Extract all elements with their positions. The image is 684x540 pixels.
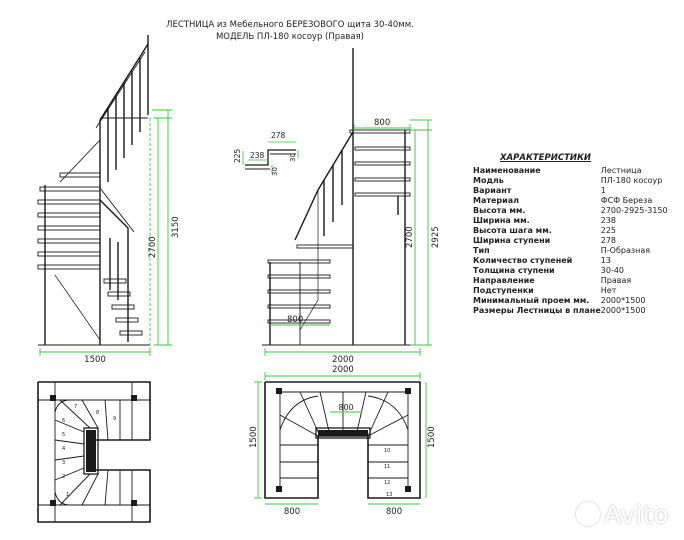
dim-step-t1: 30 (271, 167, 279, 176)
specs-value: Правая (600, 276, 632, 285)
specs-value: Нет (600, 286, 617, 295)
plan-step-numbers: 1 2 3 4 5 6 7 8 9 10 11 12 13 (62, 404, 392, 498)
specs-key: Тип (473, 246, 490, 255)
specs-key: Размеры Лестницы в плане (473, 306, 601, 315)
specs-row: Количество ступеней 13 (473, 256, 668, 266)
specs-row: Наименование Лестница (473, 166, 668, 176)
plan-right (264, 381, 421, 499)
specs-value: 2700-2925-3150 (600, 206, 668, 215)
plan-left-num: 3 (62, 460, 65, 466)
dim-plan-right-b2: 800 (386, 507, 402, 517)
dim-front-top: 800 (374, 118, 390, 128)
specs-value: Лестница (600, 166, 642, 175)
plan-right-num: 12 (384, 480, 390, 486)
plan-right-dims (254, 372, 427, 505)
plan-right-num: 13 (386, 492, 392, 498)
dim-front-h1: 2700 (405, 226, 415, 248)
dim-plan-right-h2: 1500 (427, 426, 437, 448)
specs-value: 238 (600, 216, 617, 225)
dim-plan-right-b1: 800 (284, 507, 300, 517)
specs-key: Вариант (473, 186, 512, 195)
specs-value: 2000*1500 (600, 306, 646, 315)
specs-row: Вариант 1 (473, 186, 668, 196)
specs-value: 13 (600, 256, 611, 265)
plan-left-num: 8 (96, 410, 99, 416)
specs-key: Ширина ступени (473, 236, 551, 245)
specs-row: Высота мм. 2700-2925-3150 (473, 206, 668, 216)
specs-value: 278 (600, 236, 617, 245)
specs-row: Тип П-Образная (473, 246, 668, 256)
specs-row: Подступенки Нет (473, 286, 668, 296)
specs-row: Направление Правая (473, 276, 668, 286)
specs-key: Подступенки (473, 286, 534, 295)
specs-key: Наименование (473, 166, 541, 175)
dim-front-width: 2000 (332, 355, 354, 365)
specs-key: Ширина мм. (473, 216, 530, 225)
specs-value: 225 (600, 226, 617, 235)
avito-watermark: Avito (576, 500, 669, 529)
specs-key: Высота шага мм. (473, 226, 552, 235)
specs-key: Минимальный проем мм. (473, 296, 590, 305)
dim-step-d: 238 (250, 151, 265, 160)
specs-key: Толщина ступени (473, 266, 555, 275)
specs-row: Минимальный проем мм. 2000*1500 (473, 296, 668, 306)
step-detail-dims (242, 141, 299, 174)
specs-heading: ХАРАКТЕРИСТИКИ (500, 153, 592, 163)
specs-value: 30-40 (600, 266, 624, 275)
dim-plan-right-w: 2000 (332, 365, 354, 375)
dim-plan-right-h: 1500 (249, 426, 259, 448)
plan-left-num: 9 (113, 416, 116, 422)
specs-row: Материал ФСФ Береза (473, 196, 668, 206)
side-elevation (37, 35, 150, 346)
dim-side-h1: 2700 (148, 236, 158, 258)
dim-front-h2: 2925 (431, 226, 441, 248)
specs-value: ФСФ Береза (600, 196, 653, 205)
plan-right-num: 11 (384, 464, 390, 470)
dim-side-width: 1500 (84, 355, 106, 365)
specs-key: Высота мм. (473, 206, 526, 215)
specs-row: Модль ПЛ-180 косоур (473, 176, 668, 186)
plan-left-num: 4 (62, 446, 65, 452)
dim-step-w: 278 (271, 131, 286, 140)
watermark-text: Avito (604, 500, 669, 529)
dim-step-t2: 30 (289, 153, 297, 162)
step-detail (245, 149, 296, 170)
dim-plan-right-mid: 800 (338, 403, 353, 412)
plan-left-num: 7 (74, 404, 77, 410)
specs-row: Ширина мм. 238 (473, 216, 668, 226)
front-elevation (262, 48, 420, 346)
specs-value: П-Образная (600, 246, 651, 255)
specs-row: Высота шага мм. 225 (473, 226, 668, 236)
plan-right-num: 10 (384, 448, 390, 454)
specs-row: Толщина ступени 30-40 (473, 266, 668, 276)
drawing-title-line2: МОДЕЛЬ ПЛ-180 косоур (Правая) (215, 32, 365, 42)
specs-key: Направление (473, 276, 535, 285)
dim-step-h1: 225 (233, 148, 242, 163)
front-elevation-dims (264, 119, 432, 356)
avito-logo-icon (576, 502, 600, 526)
plan-left-num: 1 (66, 492, 69, 498)
drawing-title-line1: ЛЕСТНИЦА из Мебельного БЕРЕЗОВОГО щита 3… (166, 20, 414, 30)
specs-key: Материал (473, 196, 520, 205)
specs-value: 2000*1500 (600, 296, 646, 305)
specs-value: ПЛ-180 косоур (600, 176, 663, 185)
plan-left (37, 381, 151, 523)
specs-key: Модль (473, 176, 504, 185)
dim-front-bottom: 800 (287, 315, 303, 325)
specs-row: Ширина ступени 278 (473, 236, 668, 246)
plan-left-num: 2 (62, 474, 65, 480)
specs-value: 1 (600, 186, 606, 195)
plan-left-num: 5 (62, 432, 65, 438)
plan-left-num: 6 (62, 418, 65, 424)
specs-key: Количество ступеней (473, 256, 573, 265)
side-elevation-dims (39, 109, 172, 356)
dim-side-h2: 3150 (171, 216, 181, 238)
